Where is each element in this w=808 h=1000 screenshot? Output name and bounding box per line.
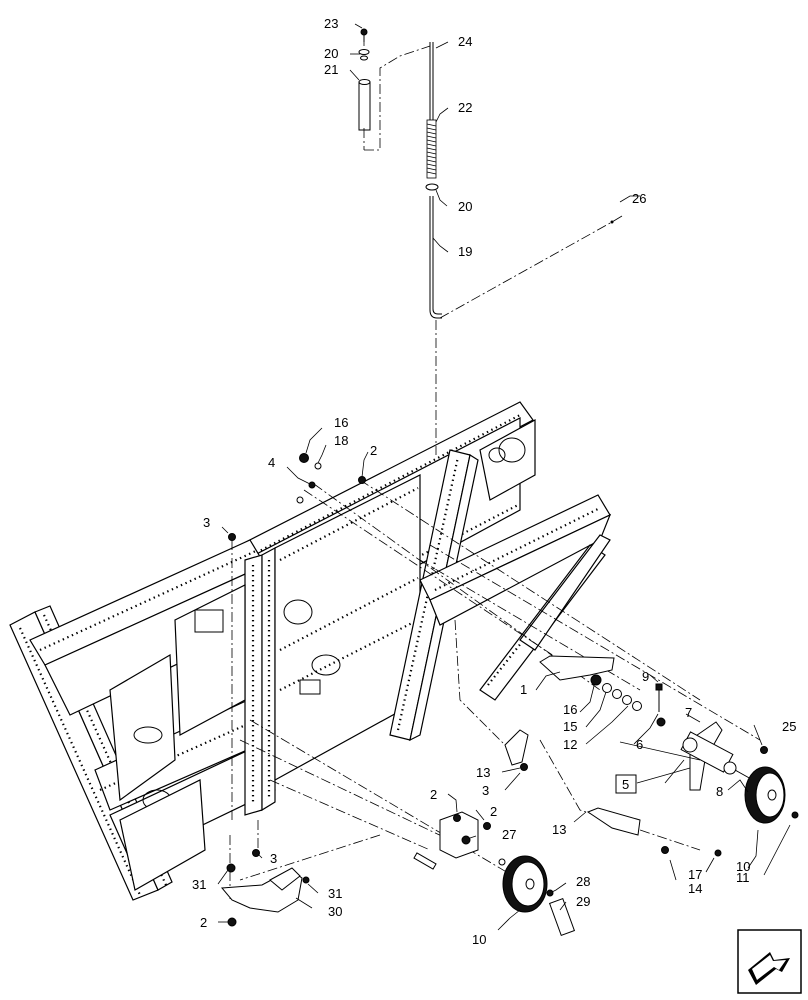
- callout-20-lower: 20: [458, 199, 472, 214]
- callout-18: 18: [334, 433, 348, 448]
- callout-2-lower: 2: [430, 787, 437, 802]
- spring: [426, 119, 437, 179]
- callout-13-right: 13: [552, 822, 566, 837]
- callout-10: 10: [736, 859, 750, 874]
- callout-14: 14: [688, 881, 702, 896]
- callout-9: 9: [642, 669, 649, 684]
- callout-10-lower: 10: [472, 932, 486, 947]
- callout-3-mid: 3: [482, 783, 489, 798]
- callout-11: 11: [736, 870, 750, 885]
- callout-25: 25: [782, 719, 796, 734]
- next-page-arrow-icon[interactable]: [737, 929, 802, 994]
- callout-16: 16: [334, 415, 348, 430]
- callouts: 23 20 21 24 22 20 26 19 16 18 2 4 3 1 9 …: [192, 16, 796, 947]
- callout-3-lower: 3: [270, 851, 277, 866]
- callout-27: 27: [502, 827, 516, 842]
- callout-2: 2: [370, 443, 377, 458]
- callout-24: 24: [458, 34, 472, 49]
- frame-assembly: [9, 401, 612, 901]
- callout-21: 21: [324, 62, 338, 77]
- callout-20: 20: [324, 46, 338, 61]
- leader-lines: [217, 23, 791, 931]
- callout-2-bottom: 2: [200, 915, 207, 930]
- callout-2-lower-right: 2: [490, 804, 497, 819]
- callout-13: 13: [476, 765, 490, 780]
- callout-5: 5: [622, 777, 629, 792]
- callout-17: 17: [688, 867, 702, 882]
- callout-31-right: 31: [328, 886, 342, 901]
- callout-4: 4: [268, 455, 275, 470]
- callout-29: 29: [576, 894, 590, 909]
- callout-15: 15: [563, 719, 577, 734]
- callout-8: 8: [716, 784, 723, 799]
- callout-23: 23: [324, 16, 338, 31]
- callout-19: 19: [458, 244, 472, 259]
- callout-22: 22: [458, 100, 472, 115]
- assembly-lines: [229, 479, 761, 900]
- callout-5-box: [615, 774, 637, 794]
- callout-7: 7: [685, 705, 692, 720]
- callout-16-right: 16: [563, 702, 577, 717]
- callout-12: 12: [563, 737, 577, 752]
- callout-31: 31: [192, 877, 206, 892]
- callout-3: 3: [203, 515, 210, 530]
- callout-30: 30: [328, 904, 342, 919]
- callout-1: 1: [520, 682, 527, 697]
- pulley-right: [744, 766, 786, 824]
- hardware: [220, 453, 799, 937]
- callout-26: 26: [632, 191, 646, 206]
- rod-spring-assembly: [358, 28, 623, 455]
- pulley-lower: [502, 855, 548, 913]
- callout-28: 28: [576, 874, 590, 889]
- callout-6: 6: [636, 737, 643, 752]
